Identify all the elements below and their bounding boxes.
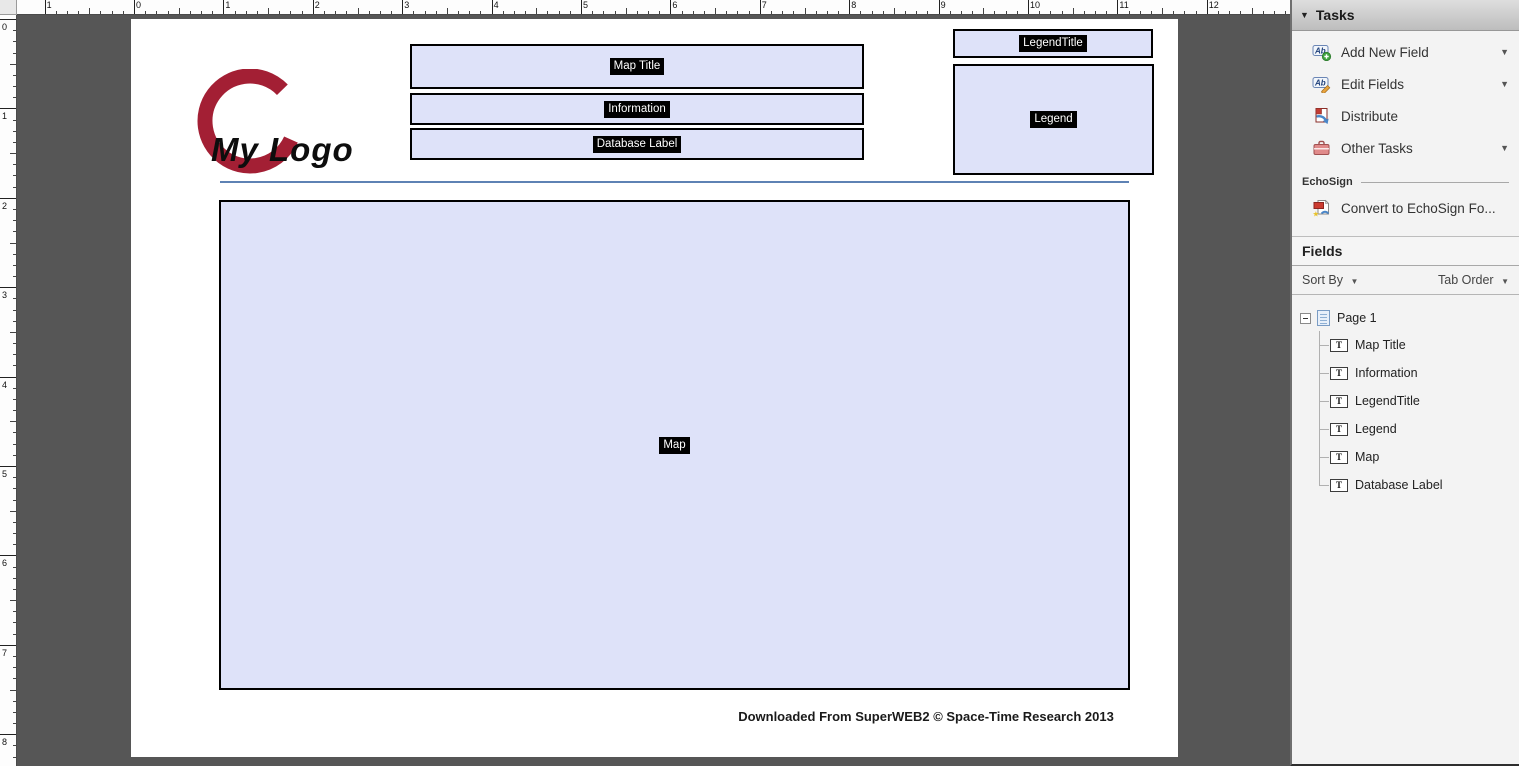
other-tasks-icon (1313, 140, 1330, 155)
echosign-section-heading: EchoSign (1292, 164, 1519, 192)
edit-fields-icon: Ab (1312, 77, 1331, 93)
tree-connector-line (1319, 331, 1320, 486)
svg-text:Ab: Ab (1314, 79, 1326, 88)
svg-text:Ab: Ab (1314, 47, 1326, 56)
text-field-icon: T (1330, 366, 1348, 380)
document-canvas: My Logo Map Title Information Database L… (17, 15, 1290, 766)
field-label: Information (604, 100, 670, 118)
tasks-panel-title: Tasks (1315, 7, 1355, 23)
tree-node-label: Information (1355, 366, 1418, 380)
chevron-down-icon[interactable]: ▼ (1500, 143, 1509, 153)
task-label: Edit Fields (1341, 76, 1405, 92)
tree-node-legendtitle[interactable]: T LegendTitle (1319, 387, 1519, 415)
task-add-new-field[interactable]: Ab Add New Field ▼ (1292, 36, 1519, 68)
my-logo: My Logo (186, 69, 416, 181)
tree-node-page1[interactable]: Page 1 (1300, 305, 1519, 331)
fields-panel-title: Fields (1302, 243, 1343, 259)
logo-text: My Logo (211, 131, 354, 168)
task-distribute[interactable]: Distribute (1292, 100, 1519, 132)
tasks-panel-header[interactable]: ▼ Tasks (1292, 0, 1519, 31)
echosign-heading-label: EchoSign (1302, 176, 1353, 188)
task-other-tasks[interactable]: Other Tasks ▼ (1292, 132, 1519, 164)
header-separator-line (220, 181, 1129, 183)
field-label: Map (659, 436, 690, 454)
sort-by-label: Sort By (1302, 273, 1343, 287)
tree-node-database-label[interactable]: T Database Label (1319, 471, 1519, 499)
chevron-down-icon: ▼ (1350, 277, 1359, 286)
tree-node-label: Map Title (1355, 338, 1406, 352)
svg-text:★: ★ (1313, 210, 1320, 218)
task-edit-fields[interactable]: Ab Edit Fields ▼ (1292, 68, 1519, 100)
form-field-legend-title[interactable]: LegendTitle (953, 29, 1153, 58)
tab-order-label: Tab Order (1438, 273, 1494, 287)
convert-to-echosign-icon: ★ (1313, 199, 1330, 218)
tree-node-map-title[interactable]: T Map Title (1319, 331, 1519, 359)
text-field-icon: T (1330, 478, 1348, 492)
collapse-minus-icon[interactable] (1300, 312, 1311, 324)
fields-panel-header: Fields (1292, 236, 1519, 266)
task-list: Ab Add New Field ▼ Ab Edit Fields ▼ (1292, 31, 1519, 164)
echosign-divider (1360, 181, 1509, 183)
tree-node-label: LegendTitle (1355, 394, 1420, 408)
ruler-corner (0, 0, 17, 15)
text-field-icon: T (1330, 394, 1348, 408)
text-field-icon: T (1330, 338, 1348, 352)
task-label: Distribute (1341, 108, 1399, 124)
pdf-page: My Logo Map Title Information Database L… (131, 19, 1178, 757)
field-label: Map Title (609, 58, 665, 75)
form-field-information[interactable]: Information (410, 93, 864, 125)
form-field-map[interactable]: Map (219, 200, 1130, 690)
field-label: Database Label (592, 135, 682, 153)
chevron-down-icon[interactable]: ▼ (1500, 47, 1509, 57)
tree-node-label: Database Label (1355, 478, 1443, 492)
page-icon (1317, 310, 1330, 326)
task-convert-to-echosign[interactable]: ★ Convert to EchoSign Fo... (1292, 192, 1519, 224)
logo-brush-circle-icon (197, 69, 303, 174)
tree-node-label: Map (1355, 450, 1380, 464)
tree-node-label: Legend (1355, 422, 1397, 436)
tree-node-label: Page 1 (1337, 311, 1377, 325)
chevron-down-icon[interactable]: ▼ (1500, 79, 1509, 89)
task-label: Convert to EchoSign Fo... (1341, 200, 1496, 216)
add-new-field-icon: Ab (1312, 45, 1332, 61)
distribute-icon (1315, 108, 1329, 124)
tree-node-legend[interactable]: T Legend (1319, 415, 1519, 443)
task-label: Other Tasks (1341, 140, 1413, 156)
document-footer-text: Downloaded From SuperWEB2 © Space-Time R… (738, 709, 1114, 724)
tree-node-information[interactable]: T Information (1319, 359, 1519, 387)
form-field-database-label[interactable]: Database Label (410, 128, 864, 160)
sort-by-dropdown[interactable]: Sort By ▼ (1302, 273, 1358, 287)
task-label: Add New Field (1341, 44, 1429, 60)
tree-node-map[interactable]: T Map (1319, 443, 1519, 471)
field-label: Legend (1030, 111, 1077, 128)
field-label: LegendTitle (1019, 35, 1087, 52)
form-field-legend[interactable]: Legend (953, 64, 1154, 175)
collapse-triangle-icon[interactable]: ▼ (1300, 10, 1309, 20)
fields-tree: Page 1 T Map Title T Information T Legen… (1292, 295, 1519, 499)
tab-order-dropdown[interactable]: Tab Order ▼ (1438, 273, 1509, 287)
form-field-map-title[interactable]: Map Title (410, 44, 864, 89)
chevron-down-icon: ▼ (1501, 277, 1509, 286)
text-field-icon: T (1330, 422, 1348, 436)
fields-sort-bar: Sort By ▼ Tab Order ▼ (1292, 266, 1519, 295)
right-side-panel: ▼ Tasks Ab Add New Field ▼ Ab Edit Field… (1290, 0, 1519, 766)
text-field-icon: T (1330, 450, 1348, 464)
